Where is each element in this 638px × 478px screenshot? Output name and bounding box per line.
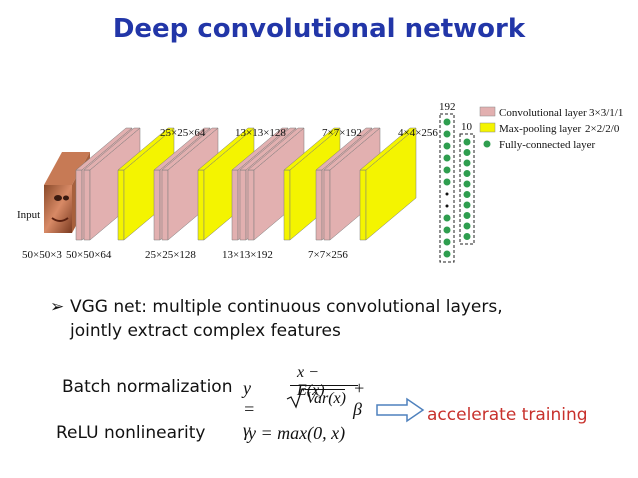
legend-label-pool: Max-pooling layer [499, 123, 582, 135]
fc-neuron [443, 130, 451, 138]
legend: Convolutional layer 3×3/1/1 Max-pooling … [479, 106, 623, 151]
conv-layer-block [323, 127, 381, 241]
legend-label-conv: Convolutional layer [499, 107, 587, 119]
legend-swatch-pool [479, 122, 496, 133]
fc-neuron [443, 166, 451, 174]
fc-size-label: 192 [439, 101, 456, 113]
legend-swatch-conv [479, 106, 496, 117]
fc-neuron [443, 178, 451, 186]
fc-neuron [463, 170, 471, 177]
conv-layer-block [161, 127, 219, 241]
fc-column-10-box [459, 133, 475, 245]
top-dim-label: 13×13×128 [235, 127, 286, 139]
batchnorm-numerator: x − E(x) [297, 364, 325, 399]
fc-neuron [463, 191, 471, 198]
legend-label-fc: Fully-connected layer [499, 139, 596, 151]
batchnorm-label: Batch normalization [62, 377, 233, 397]
fc-neuron [463, 180, 471, 188]
fc-size-label: 10 [461, 121, 473, 133]
legend-spec-conv: 3×3/1/1 [589, 107, 623, 119]
fc-neuron [463, 212, 471, 219]
batchnorm-lhs: y = γ [243, 378, 256, 440]
fc-neuron [463, 233, 471, 240]
slide-title: Deep convolutional network [112, 14, 526, 44]
fc-neuron [463, 159, 471, 167]
pool-layer-block [197, 127, 255, 241]
bullet-line-1: VGG net: multiple continuous convolution… [70, 297, 503, 317]
top-dim-label: 25×25×64 [160, 127, 206, 139]
bottom-dim-label: 50×50×3 [22, 249, 62, 261]
pool-layer-block [283, 127, 341, 241]
fc-column-192 [443, 118, 451, 258]
fc-neuron [443, 226, 451, 234]
right-arrow-icon [376, 397, 425, 423]
fc-neuron [463, 201, 471, 209]
bullet-line-2: jointly extract complex features [70, 321, 341, 341]
fc-neuron [443, 250, 451, 258]
top-dim-label: 4×4×256 [398, 127, 438, 139]
fc-neuron [443, 214, 451, 222]
conv-layer-block [83, 127, 141, 241]
bottom-dim-label: 50×50×64 [66, 249, 112, 261]
pool-layer-block [359, 127, 417, 241]
fc-neuron [463, 149, 471, 156]
ellipsis-dot [445, 192, 449, 196]
relu-formula: y = max(0, x) [248, 423, 346, 443]
fc-neuron [463, 138, 471, 146]
fc-column-10 [463, 138, 471, 240]
fc-neuron [443, 118, 451, 126]
bottom-dim-label: 13×13×192 [222, 249, 273, 261]
sqrt-overline [305, 389, 345, 390]
conv-layer-block [247, 127, 305, 241]
pool-layer-block [117, 127, 175, 241]
batchnorm-rhs: + β [353, 378, 366, 419]
relu-label: ReLU nonlinearity [56, 423, 206, 443]
layer-stack [75, 127, 417, 241]
bullet-arrow-icon: ➢ [50, 297, 65, 317]
batchnorm-denominator: Var(x) [306, 390, 346, 407]
fc-column-192-box [439, 113, 455, 263]
bottom-dim-label: 7×7×256 [308, 249, 348, 261]
accelerate-training-text: accelerate training [427, 405, 588, 425]
bottom-dim-label: 25×25×128 [145, 249, 196, 261]
top-dim-label: 7×7×192 [322, 127, 362, 139]
input-label: Input [17, 209, 40, 221]
ellipsis-dot [445, 204, 449, 208]
fraction-bar [290, 385, 358, 386]
fc-neuron [443, 154, 451, 162]
sqrt-sign-icon [286, 388, 306, 409]
cnn-architecture-diagram: Input 25×25×64 13×13×128 7×7×192 4×4×256… [17, 101, 623, 263]
legend-swatch-fc [483, 140, 491, 148]
legend-spec-pool: 2×2/2/0 [585, 123, 620, 135]
fc-neuron [463, 222, 471, 230]
fc-neuron [443, 142, 451, 150]
fc-neuron [443, 238, 451, 246]
